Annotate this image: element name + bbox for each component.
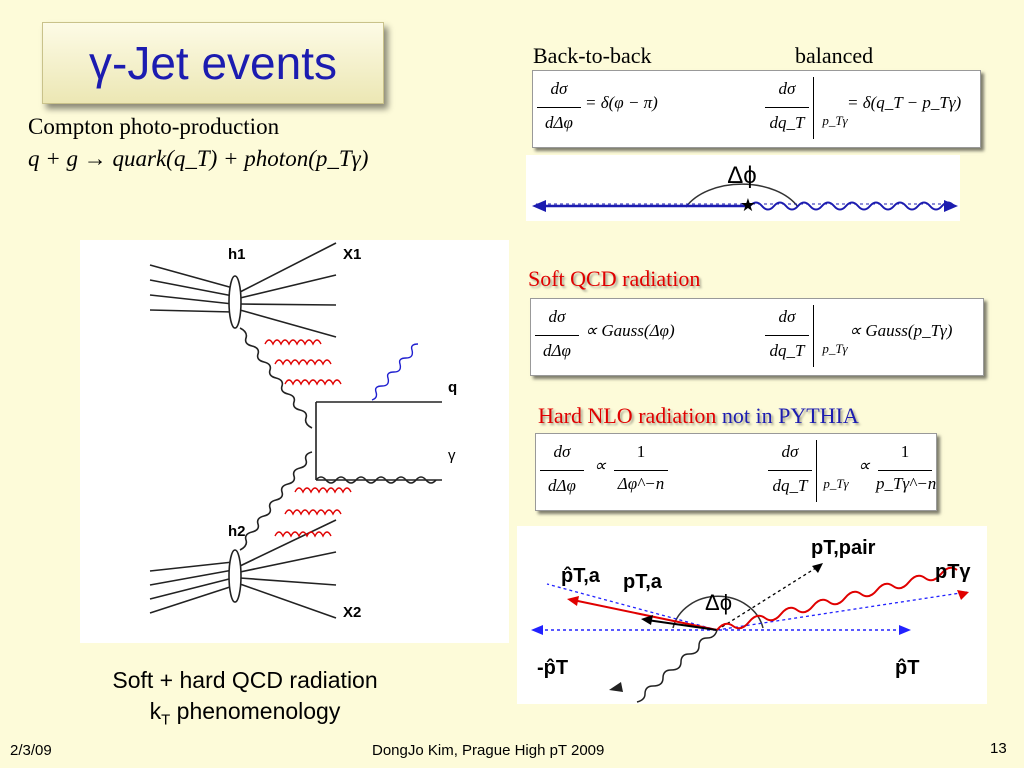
hard-nlo-header: Hard NLO radiation not in PYTHIA <box>538 403 859 429</box>
title-text: γ-Jet events <box>89 37 337 89</box>
eq3-den-left: dΔφ <box>548 476 576 495</box>
eq2-rhs-left: ∝ Gauss(Δφ) <box>585 321 675 340</box>
eq3-frac-num-right: 1 <box>900 442 910 461</box>
eq3-den-right: dq_T <box>772 476 808 495</box>
x1-label: X1 <box>343 246 361 263</box>
eq3-frac-den-right: p_Tγ^−n <box>876 474 937 493</box>
caption-k-sub: T <box>161 711 171 729</box>
eq2-num-left: dσ <box>548 307 566 326</box>
eq2-eval-right: p_Tγ <box>822 341 848 356</box>
eq1-den-left: dΔφ <box>545 113 573 132</box>
h1-label: h1 <box>228 246 246 263</box>
eq1-num-left: dσ <box>550 79 568 98</box>
x2-label: X2 <box>343 604 361 621</box>
footer-author: DongJo Kim, Prague High pT 2009 <box>372 742 605 759</box>
dphi-label: Δϕ <box>727 162 756 189</box>
q-label: q <box>448 379 457 396</box>
svg-text:★: ★ <box>740 195 756 215</box>
caption-rest: phenomenology <box>170 698 341 724</box>
minus-pt-label: -p̂T <box>537 657 568 679</box>
eq1-eval-right: p_Tγ <box>822 113 848 128</box>
not-in-pythia-label: not in PYTHIA <box>721 403 859 428</box>
eq2-rhs-right: ∝ Gauss(p_Tγ) <box>849 321 953 340</box>
eq3-frac-num-left: 1 <box>636 442 646 461</box>
equation-box-back-to-back: dσ dΔφ = δ(φ − π) dσ dq_T p_Tγ = δ(q_T −… <box>532 70 981 148</box>
pt-pair-label: pT,pair <box>811 537 876 559</box>
eq1-rhs-left: = δ(φ − π) <box>585 93 658 112</box>
footer-page-number: 13 <box>990 740 1007 757</box>
eq2-den-right: dq_T <box>769 341 805 360</box>
dphi-diagram: ★ Δϕ <box>526 155 960 221</box>
eq3-eval-right: p_Tγ <box>823 476 849 491</box>
caption-line-1: Soft + hard QCD radiation <box>112 667 378 693</box>
eq3-num-left: dσ <box>553 442 571 461</box>
pt-a-label: pT,a <box>623 571 663 593</box>
equation-box-soft-qcd: dσ dΔφ ∝ Gauss(Δφ) dσ dq_T p_Tγ ∝ Gauss(… <box>530 298 984 376</box>
caption-k: k <box>149 698 162 724</box>
eq1-num-right: dσ <box>778 79 796 98</box>
kt-dphi-label: Δϕ <box>705 590 732 615</box>
eq3-frac-den-left: Δφ^−n <box>617 474 665 493</box>
eq2-num-right: dσ <box>778 307 796 326</box>
balanced-label: balanced <box>795 43 874 68</box>
h2-label: h2 <box>228 523 246 540</box>
caption-line-2: kT phenomenology <box>60 696 430 736</box>
soft-qcd-label: Soft QCD radiation <box>528 266 701 291</box>
pt-hat-label: p̂T <box>895 657 919 679</box>
eq3-prop-right: ∝ <box>857 456 871 475</box>
compton-label: Compton photo-production <box>28 114 280 139</box>
slide-title: γ-Jet events <box>42 22 384 104</box>
eq2-den-left: dΔφ <box>543 341 571 360</box>
back-to-back-label: Back-to-back <box>533 43 652 68</box>
footer-date: 2/3/09 <box>10 742 52 759</box>
hard-nlo-label: Hard NLO radiation <box>538 403 717 428</box>
feynman-diagram: h1 X1 q γ h2 X2 <box>80 240 509 643</box>
kt-diagram: p̂T,a pT,a Δϕ pT,pair pTγ -p̂T p̂T <box>517 526 987 704</box>
equation-box-hard-nlo: dσ dΔφ ∝ 1 Δφ^−n dσ dq_T p_Tγ ∝ 1 p_Tγ^−… <box>535 433 937 511</box>
compton-formula: q + g → quark(q_T) + photon(p_Tγ) <box>28 146 369 171</box>
pt-gamma-label: pTγ <box>935 561 971 583</box>
eq1-den-right: dq_T <box>769 113 805 132</box>
eq3-num-right: dσ <box>781 442 799 461</box>
pt-hat-a-label: p̂T,a <box>561 565 601 587</box>
eq1-rhs-right: = δ(q_T − p_Tγ) <box>847 93 962 112</box>
caption: Soft + hard QCD radiation kT phenomenolo… <box>60 665 430 736</box>
gamma-label: γ <box>448 447 456 464</box>
eq3-prop-left: ∝ <box>593 456 607 475</box>
